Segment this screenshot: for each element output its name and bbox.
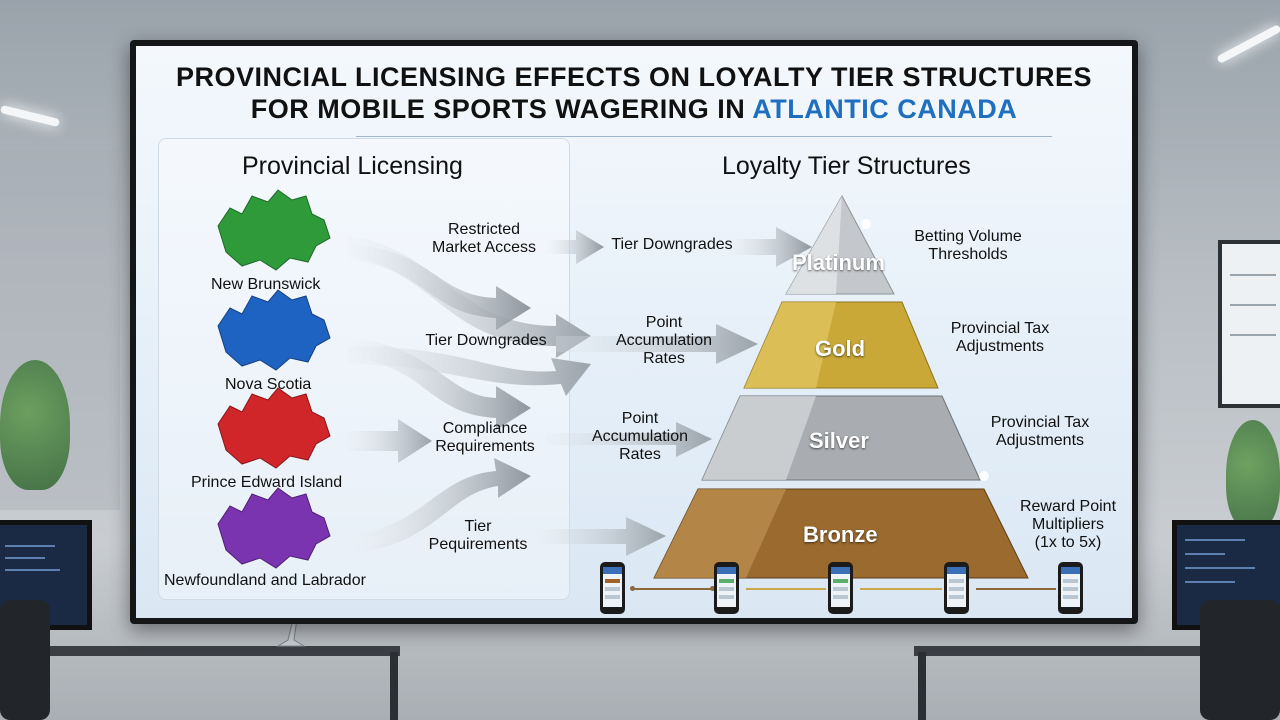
effect-label: Tier Pequirements — [428, 518, 528, 553]
presentation-screen: PROVINCIAL LICENSING EFFECTS ON LOYALTY … — [130, 40, 1138, 624]
ceiling-light — [0, 104, 61, 128]
effect-label: Restricted Market Access — [431, 221, 537, 256]
phone-connector — [746, 588, 826, 590]
tier-side-label: Provincial Tax Adjustments — [950, 320, 1050, 355]
phone-connector — [976, 588, 1056, 590]
title-line-1: PROVINCIAL LICENSING EFFECTS ON LOYALTY … — [175, 62, 1093, 92]
phone-icon — [828, 562, 853, 614]
province-prince-edward-island: Prince Edward Island — [191, 474, 343, 491]
straight-arrow — [556, 324, 758, 364]
province-nova-scotia: Nova Scotia — [225, 376, 312, 393]
map-prince-edward-island — [217, 387, 331, 469]
map-nova-scotia — [217, 289, 331, 371]
straight-arrow — [546, 230, 604, 264]
plant — [1226, 420, 1280, 530]
tier-platinum-highlight — [786, 196, 842, 294]
curved-arrow — [348, 346, 591, 396]
tier-platinum-label: Platinum — [792, 250, 885, 275]
chair — [0, 600, 50, 720]
province-new-brunswick: New Brunswick — [211, 276, 321, 293]
chair — [1200, 600, 1280, 720]
title-rule — [356, 136, 1052, 137]
phone-connector — [632, 588, 712, 590]
straight-arrow — [726, 227, 812, 267]
title-prefix: FOR MOBILE SPORTS WAGERING IN — [250, 94, 753, 124]
curved-arrow — [348, 458, 531, 554]
map-new-brunswick — [217, 189, 331, 271]
tier-gold-label: Gold — [815, 336, 866, 361]
plant — [0, 360, 70, 490]
tier-bronze-highlight — [654, 489, 786, 578]
tier-silver-highlight — [702, 396, 816, 480]
effect-label: Tier Downgrades — [425, 332, 547, 349]
middle-label: Point Accumulation Rates — [615, 314, 713, 367]
phone-icon — [600, 562, 625, 614]
phone-icon — [944, 562, 969, 614]
sparkle — [861, 219, 871, 229]
sparkle — [979, 471, 989, 481]
tier-bronze-label: Bronze — [803, 522, 878, 547]
middle-label: Tier Downgrades — [611, 236, 733, 253]
middle-label: Point Accumulation Rates — [591, 410, 689, 463]
province-newfoundland-labrador: Newfoundland and Labrador — [164, 572, 366, 589]
laptop-stand — [276, 581, 306, 647]
straight-arrow — [546, 422, 712, 457]
licensing-header: Provincial Licensing — [242, 152, 463, 180]
curved-arrow — [348, 244, 531, 330]
loyalty-header: Loyalty Tier Structures — [722, 152, 971, 180]
straight-arrow — [348, 419, 432, 463]
title-accent: ATLANTIC CANADA — [752, 94, 1018, 124]
desk-leg — [918, 652, 926, 720]
tier-silver-label: Silver — [809, 428, 869, 453]
straight-arrow — [536, 517, 666, 556]
connector-dot — [630, 586, 635, 591]
phone-connector — [860, 588, 942, 590]
ceiling-light — [1216, 24, 1280, 64]
tier-side-label: Betting Volume Thresholds — [914, 228, 1022, 263]
phone-icon — [1058, 562, 1083, 614]
infographic: PROVINCIAL LICENSING EFFECTS ON LOYALTY … — [136, 46, 1132, 618]
tier-gold-highlight — [744, 302, 836, 388]
title-line-2: FOR MOBILE SPORTS WAGERING IN ATLANTIC C… — [136, 94, 1132, 125]
desk-leg — [390, 652, 398, 720]
flow-arrows — [348, 194, 1029, 579]
tier-side-label: Reward Point Multipliers (1x to 5x) — [1019, 498, 1117, 551]
desk — [914, 646, 1224, 656]
effect-label: Compliance Requirements — [435, 420, 535, 455]
tier-side-label: Provincial Tax Adjustments — [990, 414, 1090, 449]
desk — [40, 646, 400, 656]
phone-icon — [714, 562, 739, 614]
map-newfoundland-labrador — [217, 487, 331, 569]
connector-dot — [710, 586, 715, 591]
wall-picture — [1218, 240, 1280, 408]
